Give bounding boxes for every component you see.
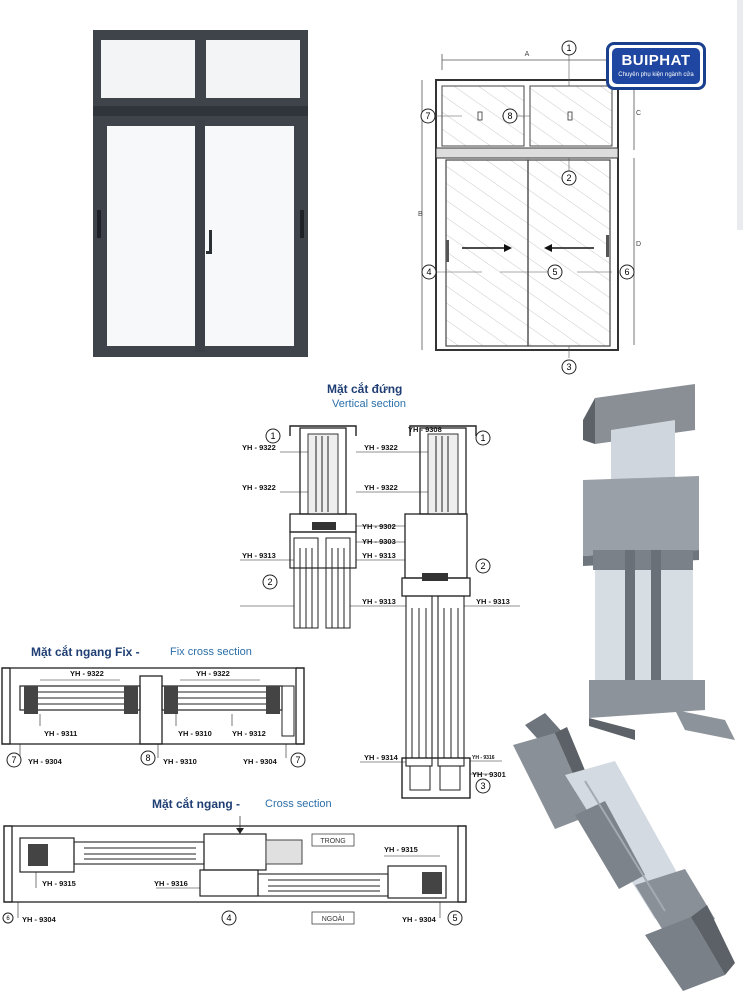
elev-callout-1: 1: [561, 40, 577, 56]
svg-text:1: 1: [480, 433, 485, 443]
svg-text:1: 1: [270, 431, 275, 441]
dim-label-b: B: [418, 211, 423, 218]
vs-code-9314: YH - 9314: [364, 753, 399, 762]
fix-code-9322-a: YH - 9322: [70, 669, 104, 678]
elev-callout-8: 8: [502, 108, 518, 124]
svg-text:2: 2: [267, 577, 272, 587]
logo-name: BUIPHAT: [621, 52, 691, 69]
vs-code-9303: YH - 9303: [362, 537, 396, 546]
cross-section-drawing: TRONG NGOÀI YH - 9315 YH - 9315 YH - 931…: [2, 816, 467, 926]
cross-inside-label: TRONG: [320, 838, 345, 845]
svg-text:4: 4: [426, 267, 431, 277]
vs-code-9313-a: YH - 9313: [242, 551, 276, 560]
svg-text:8: 8: [507, 111, 512, 121]
vs-code-9302: YH - 9302: [362, 522, 396, 531]
svg-text:5: 5: [452, 913, 457, 923]
fix-code-9310-a: YH - 9310: [178, 729, 212, 738]
vs-code-9308: YH - 9308: [408, 425, 442, 434]
vs-code-9313-d: YH - 9313: [476, 597, 510, 606]
vs-code-9301: YH - 9301: [472, 770, 506, 779]
svg-text:7: 7: [11, 755, 16, 765]
vs-callout-2-left: 2: [262, 574, 278, 590]
cross-callout-4: 4: [221, 910, 237, 926]
vs-code-9322-b: YH - 9322: [364, 443, 398, 452]
fix-code-9311: YH - 9311: [44, 729, 77, 738]
svg-text:6: 6: [624, 267, 629, 277]
fix-callout-7-right: 7: [290, 752, 306, 768]
dim-label-a: A: [525, 51, 530, 58]
cross-code-9315-b: YH - 9315: [384, 845, 418, 854]
scrollbar-track[interactable]: [737, 0, 743, 230]
fix-code-9304-b: YH - 9304: [243, 757, 278, 766]
fix-callout-8: 8: [140, 750, 156, 766]
cross-section-title: Mặt cắt ngang -: [152, 797, 241, 811]
elev-callout-7: 7: [420, 108, 436, 124]
svg-text:2: 2: [566, 173, 571, 183]
vs-code-9322-d: YH - 9322: [364, 483, 398, 492]
fix-section-subtitle: Fix cross section: [170, 646, 252, 658]
profile-3d-render: [583, 384, 735, 740]
fix-section-title: Mặt cắt ngang Fix -: [31, 645, 140, 659]
elev-callout-4: 4: [421, 264, 437, 280]
cross-code-9316: YH - 9316: [154, 879, 188, 888]
vertical-section-subtitle: Vertical section: [332, 398, 406, 410]
svg-text:8: 8: [145, 753, 150, 763]
elevation-drawing: A B C D 1 2 3 4 5 6 7 8: [418, 40, 641, 375]
profile-3d-render-diagonal: [513, 713, 735, 991]
elev-callout-3: 3: [561, 359, 577, 375]
cross-section-subtitle: Cross section: [265, 798, 332, 810]
svg-text:4: 4: [226, 913, 231, 923]
window-photo: [93, 30, 308, 357]
vs-code-9322-a: YH - 9322: [242, 443, 276, 452]
vs-callout-3: 3: [475, 778, 491, 794]
buiphat-logo[interactable]: BUIPHAT Chuyên phụ kiện ngành cửa: [606, 42, 706, 90]
vs-code-9313-c: YH - 9313: [362, 597, 396, 606]
svg-text:5: 5: [552, 267, 557, 277]
fix-code-9312: YH - 9312: [232, 729, 266, 738]
cross-code-9315-a: YH - 9315: [42, 879, 76, 888]
logo-tagline: Chuyên phụ kiện ngành cửa: [618, 72, 694, 78]
svg-text:7: 7: [295, 755, 300, 765]
svg-text:3: 3: [566, 362, 571, 372]
vs-callout-1-right: 1: [475, 430, 491, 446]
svg-text:7: 7: [425, 111, 430, 121]
svg-text:3: 3: [480, 781, 485, 791]
fix-code-9304-a: YH - 9304: [28, 757, 63, 766]
cross-callout-5: 5: [447, 910, 463, 926]
dim-label-d: D: [636, 241, 641, 248]
cross-callout-6: 6: [2, 912, 14, 924]
vs-callout-1-left: 1: [265, 428, 281, 444]
fix-code-9322-b: YH - 9322: [196, 669, 230, 678]
fix-callout-7-left: 7: [6, 752, 22, 768]
vs-callout-2-right: 2: [475, 558, 491, 574]
vs-code-9313-b: YH - 9313: [362, 551, 396, 560]
fix-section-drawing: YH - 9322 YH - 9322 YH - 9311 YH - 9310 …: [1, 667, 306, 768]
vertical-section-drawing: YH - 9308 YH - 9322 YH - 9322 YH - 9322 …: [240, 425, 520, 799]
svg-text:2: 2: [480, 561, 485, 571]
cross-outside-label: NGOÀI: [322, 914, 345, 923]
vertical-section-title: Mặt cắt đứng: [327, 382, 403, 396]
cross-code-9304-b: YH - 9304: [402, 915, 437, 924]
svg-text:6: 6: [6, 916, 10, 922]
svg-text:1: 1: [566, 43, 571, 53]
elev-callout-5: 5: [547, 264, 563, 280]
dim-label-c: C: [636, 110, 641, 117]
vs-code-9322-c: YH - 9322: [242, 483, 276, 492]
fix-code-9310-b: YH - 9310: [163, 757, 197, 766]
cross-code-9304-a: YH - 9304: [22, 915, 57, 924]
elev-callout-2: 2: [561, 170, 577, 186]
elev-callout-6: 6: [619, 264, 635, 280]
vs-code-9316: YH - 9316: [472, 755, 495, 761]
logo-badge: BUIPHAT Chuyên phụ kiện ngành cửa: [612, 48, 700, 84]
